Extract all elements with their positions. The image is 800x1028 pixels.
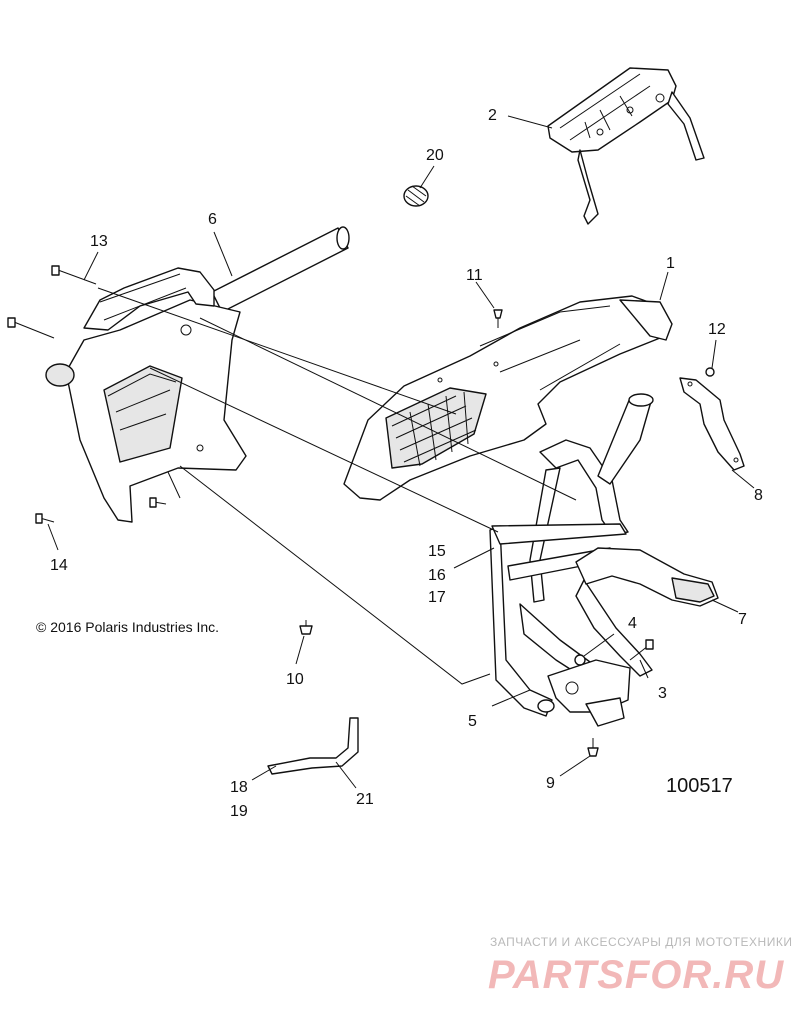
part-21-strap bbox=[267, 717, 359, 775]
part-14-screws bbox=[35, 497, 167, 524]
callout-4: 4 bbox=[628, 615, 637, 632]
part-7-panel bbox=[575, 547, 719, 607]
part-20-grommet bbox=[403, 185, 429, 207]
part-8-bracket bbox=[679, 377, 745, 471]
callout-21: 21 bbox=[356, 791, 374, 808]
callout-9: 9 bbox=[546, 775, 555, 792]
callout-15: 15 bbox=[428, 543, 446, 560]
watermark: ЗАПЧАСТИ И АКСЕССУАРЫ ДЛЯ МОТОТЕХНИКИ PA… bbox=[488, 935, 792, 997]
left-hood-assembly bbox=[45, 267, 247, 523]
callout-18: 18 bbox=[230, 779, 248, 796]
callout-20: 20 bbox=[426, 147, 444, 164]
part-9-screw bbox=[587, 738, 599, 757]
callout-1: 1 bbox=[666, 255, 675, 272]
part-2-steering-bracket bbox=[547, 67, 705, 225]
callout-19: 19 bbox=[230, 803, 248, 820]
callout-13: 13 bbox=[90, 233, 108, 250]
part-4-nut bbox=[574, 654, 586, 666]
copyright-text: © 2016 Polaris Industries Inc. bbox=[36, 619, 219, 635]
callout-12: 12 bbox=[708, 321, 726, 338]
callout-6: 6 bbox=[208, 211, 217, 228]
part-12-screw bbox=[705, 367, 715, 377]
callout-16: 16 bbox=[428, 567, 446, 584]
main-frame bbox=[489, 393, 654, 727]
callout-10: 10 bbox=[286, 671, 304, 688]
part-3-bolt bbox=[629, 639, 654, 661]
part-10-clip bbox=[299, 620, 313, 635]
callout-8: 8 bbox=[754, 487, 763, 504]
callout-7: 7 bbox=[738, 611, 747, 628]
part-6-tube bbox=[211, 226, 350, 313]
callout-5: 5 bbox=[468, 713, 477, 730]
part-1-grille-panel bbox=[343, 295, 673, 501]
part-13-bolts bbox=[7, 265, 97, 339]
part-11-screw bbox=[493, 309, 503, 328]
callout-3: 3 bbox=[658, 685, 667, 702]
callout-2: 2 bbox=[488, 107, 497, 124]
callout-leaders bbox=[47, 115, 755, 789]
reference-lines bbox=[97, 287, 577, 685]
callout-labels: 1 2 3 4 5 6 7 8 9 10 11 12 13 14 15 16 1… bbox=[50, 107, 763, 820]
callout-14: 14 bbox=[50, 557, 68, 574]
callout-17: 17 bbox=[428, 589, 446, 606]
watermark-caption: ЗАПЧАСТИ И АКСЕССУАРЫ ДЛЯ МОТОТЕХНИКИ bbox=[490, 935, 792, 949]
callout-11: 11 bbox=[466, 267, 483, 284]
diagram-id: 100517 bbox=[666, 775, 733, 797]
watermark-logo: PARTSFOR.RU bbox=[488, 953, 784, 997]
